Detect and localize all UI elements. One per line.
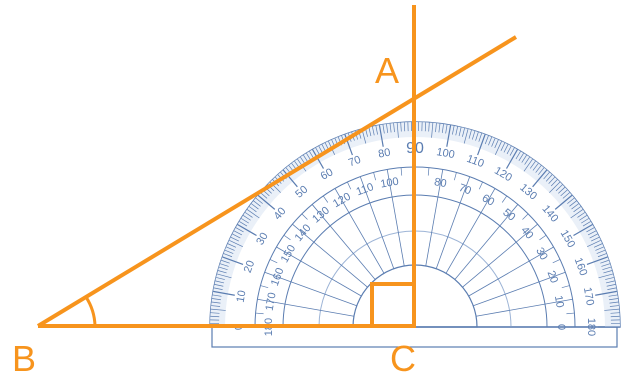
inner-tick [302,214,308,220]
inner-tick [479,182,482,189]
inner-scale-label: 150 [279,243,299,265]
inner-scale-label: 130 [310,205,332,226]
inner-tick [260,286,268,288]
inner-tick [401,168,402,176]
inner-scale-label: 50 [500,207,517,224]
inner-tick [347,182,350,189]
right-angle-marker [372,284,414,326]
inner-scale-label: 140 [293,222,314,244]
inner-tick [454,172,456,180]
inner-scale-label: 30 [533,246,550,263]
inner-scale-label: 170 [264,292,279,312]
inner-scale-label: 80 [433,176,447,190]
inner-tick [428,168,429,176]
vertex-label-c: C [390,341,416,377]
outer-scale-label: 40 [272,205,289,222]
angle-arc-b [86,297,95,326]
vertex-label-b: B [12,341,36,377]
inner-scale-label: 120 [331,191,353,211]
inner-tick [566,313,574,314]
inner-scale-label: 110 [355,181,376,198]
outer-scale-label: 80 [377,147,391,161]
inner-scale-label: 20 [545,269,560,285]
inner-scale-label: 160 [269,266,287,287]
inner-tick [553,259,560,262]
inner-scale-label: 10 [552,295,566,309]
inner-tick [374,172,376,180]
outer-scale-label: 20 [242,259,257,275]
outer-scale-label: 140 [539,203,560,225]
inner-tick [284,235,291,240]
outer-scale-label: 120 [492,165,514,185]
inner-tick [540,235,547,240]
outer-scale-label: 180 [585,318,597,336]
outer-scale-label: 130 [517,182,539,203]
outer-scale-label: 170 [581,286,596,306]
outer-scale-label: 110 [465,153,486,170]
outer-scale-label: 100 [435,146,455,161]
outer-scale-label: 10 [235,289,249,303]
inner-scale-label: 100 [380,176,400,191]
outer-scale-label: 60 [319,166,336,183]
inner-tick [323,196,328,203]
inner-tick [256,313,264,314]
inner-tick [502,196,507,203]
outer-scale-label: 70 [347,154,363,169]
inner-scale-label: 60 [480,192,497,209]
inner-tick [270,259,277,262]
inner-tick [562,286,570,288]
outer-scale-label: 150 [558,228,578,250]
outer-scale-label: 50 [293,184,310,201]
inner-scale-label: 70 [457,182,473,197]
inner-scale-label: 0 [555,324,567,330]
outer-scale-label: 30 [254,231,271,248]
inner-tick [522,214,528,220]
vertex-label-a: A [375,53,399,89]
inner-scale-label: 40 [518,225,535,242]
outer-scale-label: 160 [572,256,590,277]
